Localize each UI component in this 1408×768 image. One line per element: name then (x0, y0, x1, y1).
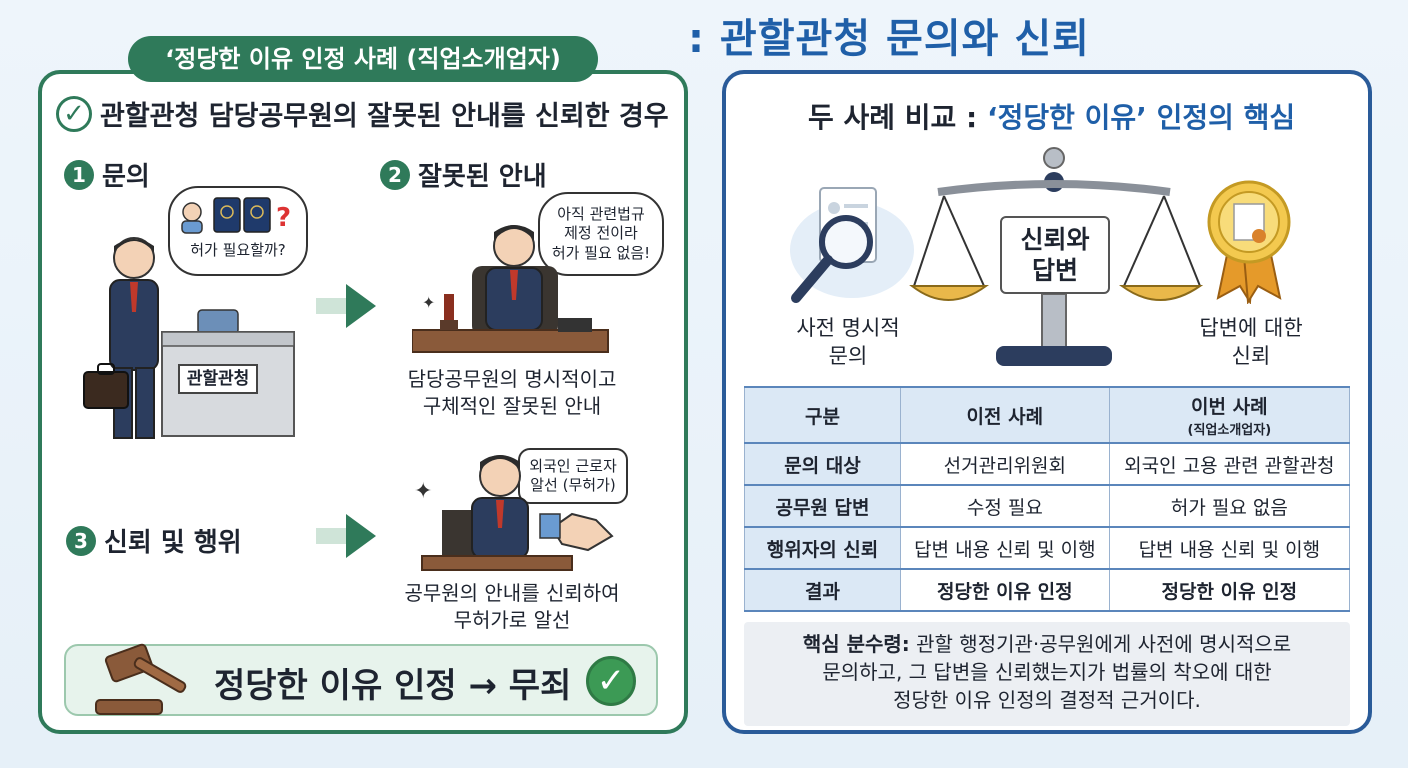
award-badge-icon (1207, 180, 1291, 304)
check-icon: ✓ (56, 95, 92, 132)
trust-label: 답변에 대한 신뢰 (1199, 316, 1303, 369)
step-3-label: 신뢰 및 행위 (104, 528, 242, 558)
desk-sign: 관할관청 (178, 364, 258, 394)
citizen-figure (83, 237, 159, 439)
left-heading-text: 관할관청 담당공무원의 잘못된 안내를 신뢰한 경우 (100, 101, 669, 132)
comparison-table: 구분 이전 사례 이번 사례 (직업소개업자) 문의 대상 선거관리위원회 외국… (744, 386, 1351, 612)
left-heading: ✓ 관할관청 담당공무원의 잘못된 안내를 신뢰한 경우 (56, 94, 669, 133)
svg-text:✦: ✦ (414, 479, 432, 504)
table-cell: 정당한 이유 인정 (900, 568, 1110, 612)
comparison-heading-prefix: 두 사례 비교 : (808, 101, 987, 134)
table-cell: 외국인 고용 관련 관할관청 (1108, 442, 1351, 486)
check-icon: ✓ (586, 656, 636, 706)
step-2: 2 잘못된 안내 (380, 156, 547, 193)
table-cell: 결과 (744, 568, 901, 612)
guidance-caption: 담당공무원의 명시적이고 구체적인 잘못된 안내 (407, 367, 617, 418)
left-case-tag: ‘정당한 이유 인정 사례 (직업소개업자) (128, 36, 598, 82)
step-1-label: 문의 (102, 162, 150, 192)
gavel-icon (95, 643, 187, 715)
table-header-main: 이번 사례 (1191, 396, 1268, 418)
table-cell: 수정 필요 (900, 484, 1110, 528)
note-line-2: 문의하고, 그 답변을 신뢰했는지가 법률의 착오에 대한 (822, 660, 1272, 684)
justice-scale-icon (909, 147, 1204, 366)
official-at-desk: ✦ (412, 225, 609, 353)
arrow-right-icon (316, 284, 376, 328)
table-row: 결과 정당한 이유 인정 정당한 이유 인정 (744, 568, 1351, 612)
step-1-number: 1 (64, 159, 94, 190)
table-header: 이전 사례 (900, 386, 1110, 444)
table-cell: 정당한 이유 인정 (1108, 568, 1351, 612)
key-point-note: 핵심 분수령: 관할 행정기관·공무원에게 사전에 명시적으로 문의하고, 그 … (744, 622, 1350, 726)
table-header: 이번 사례 (직업소개업자) (1108, 386, 1351, 444)
broker-at-desk: ✦ (414, 455, 614, 571)
act-speech-bubble: 외국인 근로자 알선 (무허가) (518, 448, 628, 504)
magnifier-document-icon (790, 187, 914, 303)
table-header-sub: (직업소개업자) (1187, 423, 1272, 438)
step-3: 3 신뢰 및 행위 (66, 522, 242, 559)
comparison-heading-quote: ‘정당한 이유’ 인정의 핵심 (987, 101, 1296, 134)
table-cell: 답변 내용 신뢰 및 이행 (900, 526, 1110, 570)
table-row: 공무원 답변 수정 필요 허가 필요 없음 (744, 484, 1351, 528)
svg-text:✦: ✦ (422, 293, 435, 312)
note-line-1: 핵심 분수령: 관할 행정기관·공무원에게 사전에 명시적으로 (744, 630, 1350, 658)
table-cell: 문의 대상 (744, 442, 901, 486)
table-cell: 공무원 답변 (744, 484, 901, 528)
passport-icon: ? (181, 197, 291, 234)
act-bubble-text: 외국인 근로자 알선 (무허가) (529, 456, 617, 495)
verdict-banner: 정당한 이유 인정 → 무죄 ✓ (64, 643, 658, 716)
arrow-right-icon (316, 514, 376, 558)
table-cell: 답변 내용 신뢰 및 이행 (1108, 526, 1351, 570)
page-title: : 관할관청 문의와 신뢰 (688, 16, 1090, 62)
note-line-3: 정당한 이유 인정의 결정적 근거이다. (893, 688, 1201, 712)
step-3-number: 3 (66, 525, 96, 556)
table-cell: 선거관리위원회 (900, 442, 1110, 486)
note-bold: 핵심 분수령: (802, 632, 910, 656)
table-header-row: 구분 이전 사례 이번 사례 (직업소개업자) (744, 386, 1351, 444)
table-cell: 행위자의 신뢰 (744, 526, 901, 570)
scale-center-label: 신뢰와 답변 (1000, 216, 1110, 294)
official-bubble-text: 아직 관련법규 제정 전이라 허가 필요 없음! (551, 204, 651, 262)
inquiry-label: 사전 명시적 문의 (796, 316, 900, 369)
step-2-number: 2 (380, 159, 410, 190)
svg-text:?: ? (276, 203, 291, 233)
note-text-1: 관할 행정기관·공무원에게 사전에 명시적으로 (909, 632, 1292, 656)
inquiry-bubble-text: 허가 필요할까? (190, 241, 286, 260)
comparison-heading: 두 사례 비교 : ‘정당한 이유’ 인정의 핵심 (808, 96, 1295, 136)
verdict-text: 정당한 이유 인정 → 무죄 (214, 666, 572, 706)
table-header: 구분 (744, 386, 901, 444)
act-caption: 공무원의 안내를 신뢰하여 무허가로 알선 (404, 581, 620, 632)
step-2-label: 잘못된 안내 (418, 162, 547, 192)
table-row: 문의 대상 선거관리위원회 외국인 고용 관련 관할관청 (744, 442, 1351, 486)
table-row: 행위자의 신뢰 답변 내용 신뢰 및 이행 답변 내용 신뢰 및 이행 (744, 526, 1351, 570)
step-1: 1 문의 (64, 156, 150, 193)
official-speech-bubble: 아직 관련법규 제정 전이라 허가 필요 없음! (538, 192, 664, 276)
table-cell: 허가 필요 없음 (1108, 484, 1351, 528)
